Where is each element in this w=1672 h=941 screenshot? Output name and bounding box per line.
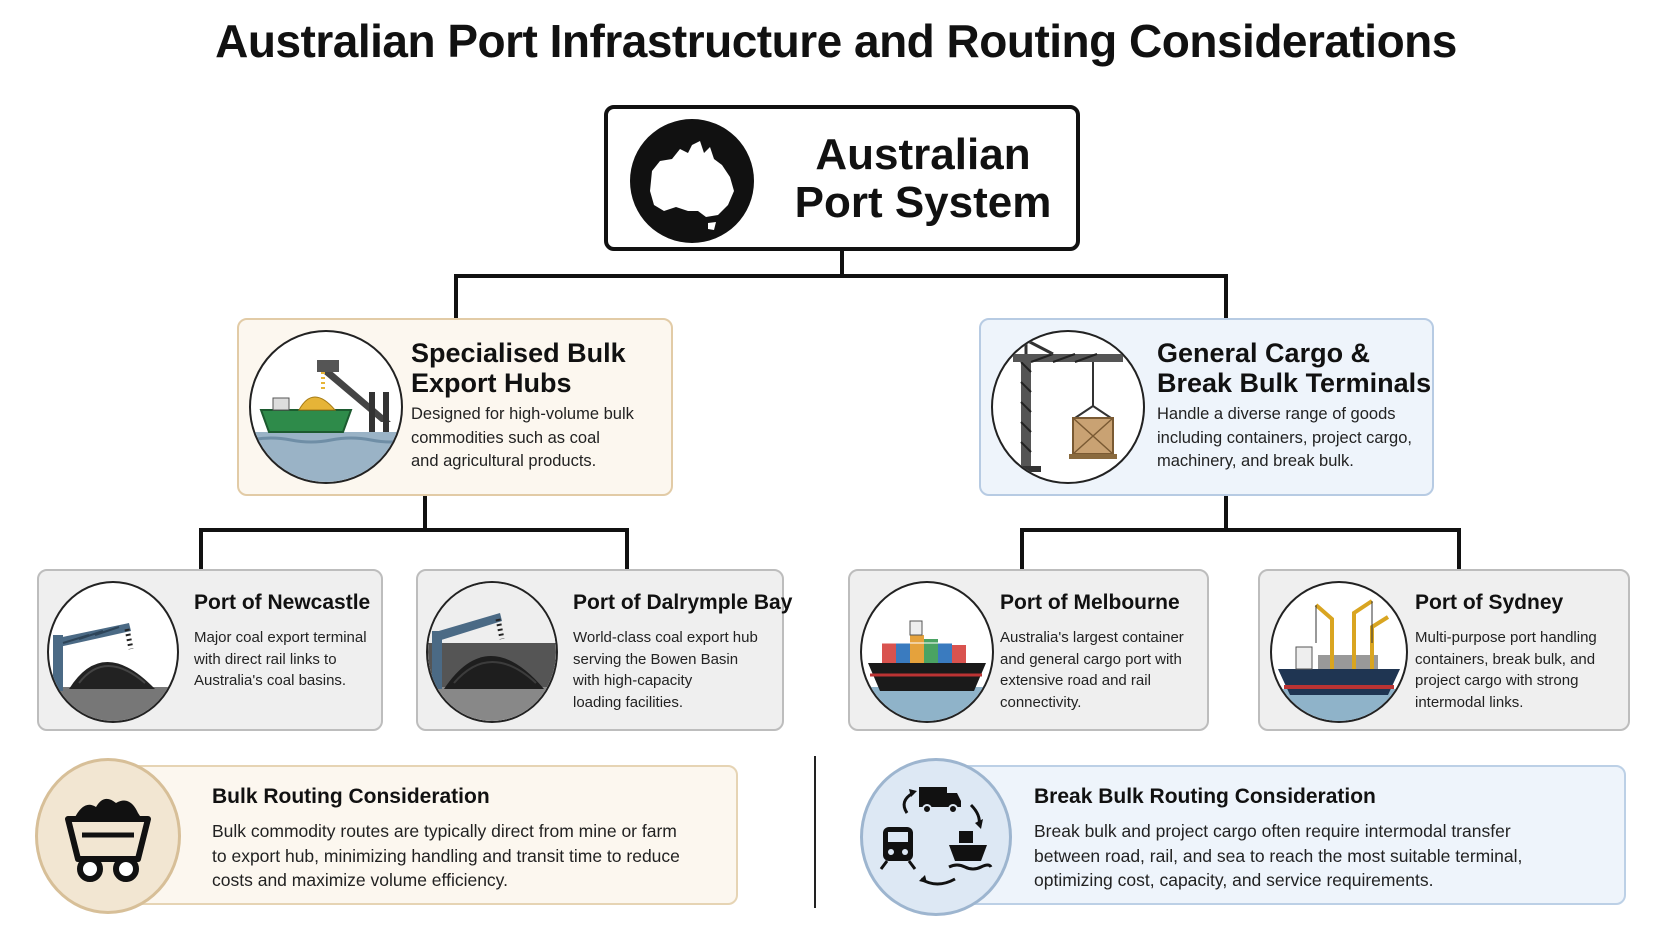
port-newcastle-card: Port of Newcastle Major coal export term… [37,569,383,731]
port-title: Port of Melbourne [1000,591,1180,614]
port-melbourne-card: Port of Melbourne Australia's largest co… [848,569,1209,731]
port-desc-line: containers, break bulk, and [1415,650,1596,668]
category-desc-line3: and agricultural products. [411,452,597,470]
coal-loader-icon [47,581,179,723]
port-sydney-card: Port of Sydney Multi-purpose port handli… [1258,569,1630,731]
port-desc-line: Multi-purpose port handling [1415,629,1597,646]
port-desc-line: project cargo with strong [1415,672,1579,689]
ship-icon [948,831,993,871]
category-title-line2: Break Bulk Terminals [1157,368,1432,398]
port-desc-line: Australia's coal basins. [194,672,347,689]
category-title-line1: General Cargo & [1157,338,1371,368]
cargo-ship-cranes-icon [1270,581,1408,723]
port-description: Multi-purpose port handling containers, … [1415,627,1597,713]
routing-desc-line: Bulk commodity routes are typically dire… [212,821,677,841]
port-desc-line: with high-capacity [573,672,693,689]
port-description: Australia's largest container and genera… [1000,627,1184,713]
category-title: General Cargo & Break Bulk Terminals [1157,338,1431,398]
routing-title: Bulk Routing Consideration [212,785,490,808]
category-general-cargo-terminals: General Cargo & Break Bulk Terminals Han… [979,318,1434,496]
routing-desc-line: to export hub, minimizing handling and t… [212,845,680,866]
category-description: Designed for high-volume bulk commoditie… [411,403,634,474]
port-desc-line: serving the Bowen Basin [573,650,739,668]
port-desc-line: Australia's largest container [1000,629,1184,646]
port-description: Major coal export terminal with direct r… [194,627,367,692]
routing-description: Bulk commodity routes are typically dire… [212,819,680,893]
port-title: Port of Newcastle [194,591,371,614]
bulk-routing-panel: Bulk Routing Consideration Bulk commodit… [86,765,738,905]
category-title-line1: Specialised Bulk [411,338,626,368]
port-description: World-class coal export hub serving the … [573,627,758,713]
port-desc-line: extensive road and rail [1000,672,1151,689]
container-ship-icon [860,581,994,723]
routing-desc-line: costs and maximize volume efficiency. [212,870,508,890]
port-desc-line: with direct rail links to [194,650,337,668]
port-title: Port of Sydney [1415,591,1564,614]
category-desc-line2: including containers, project cargo, [1157,428,1412,447]
section-divider [814,756,816,908]
port-desc-line: intermodal links. [1415,693,1524,711]
australia-map-icon [630,119,754,243]
category-title: Specialised Bulk Export Hubs [411,338,626,398]
routing-desc-line: between road, rail, and sea to reach the… [1034,845,1523,866]
port-desc-line: connectivity. [1000,693,1082,711]
coal-stockpile-icon [426,581,558,723]
category-bulk-export-hubs: Specialised Bulk Export Hubs Designed fo… [237,318,673,496]
page-title: Australian Port Infrastructure and Routi… [215,15,1457,67]
root-title: Australian Port System [778,131,1068,227]
root-title-line2: Port System [794,178,1052,227]
port-desc-line: loading facilities. [573,693,684,711]
category-description: Handle a diverse range of goods includin… [1157,403,1412,474]
port-desc-line: World-class coal export hub [573,629,758,646]
category-desc-line3: machinery, and break bulk. [1157,452,1354,470]
port-desc-line: and general cargo port with [1000,650,1182,668]
bulk-ship-loader-icon [249,330,403,484]
routing-description: Break bulk and project cargo often requi… [1034,819,1522,893]
port-title: Port of Dalrymple Bay [573,591,793,614]
category-desc-line1: Handle a diverse range of goods [1157,405,1396,423]
category-desc-line1: Designed for high-volume bulk [411,405,634,423]
port-dalrymple-bay-card: Port of Dalrymple Bay World-class coal e… [416,569,792,731]
mine-cart-icon [35,758,181,914]
crane-crate-icon [991,330,1145,484]
category-desc-line2: commodities such as coal [411,428,600,447]
routing-desc-line: optimizing cost, capacity, and service r… [1034,870,1434,890]
root-title-line1: Australian [815,130,1031,179]
routing-title: Break Bulk Routing Consideration [1034,785,1376,808]
root-node: Australian Port System [604,105,1080,251]
routing-desc-line: Break bulk and project cargo often requi… [1034,821,1511,841]
intermodal-cycle-icon [860,758,1012,916]
train-icon [879,827,917,870]
port-desc-line: Major coal export terminal [194,629,367,646]
break-bulk-routing-panel: Break Bulk Routing Consideration Break b… [942,765,1626,905]
category-title-line2: Export Hubs [411,368,572,398]
truck-icon [919,787,961,814]
